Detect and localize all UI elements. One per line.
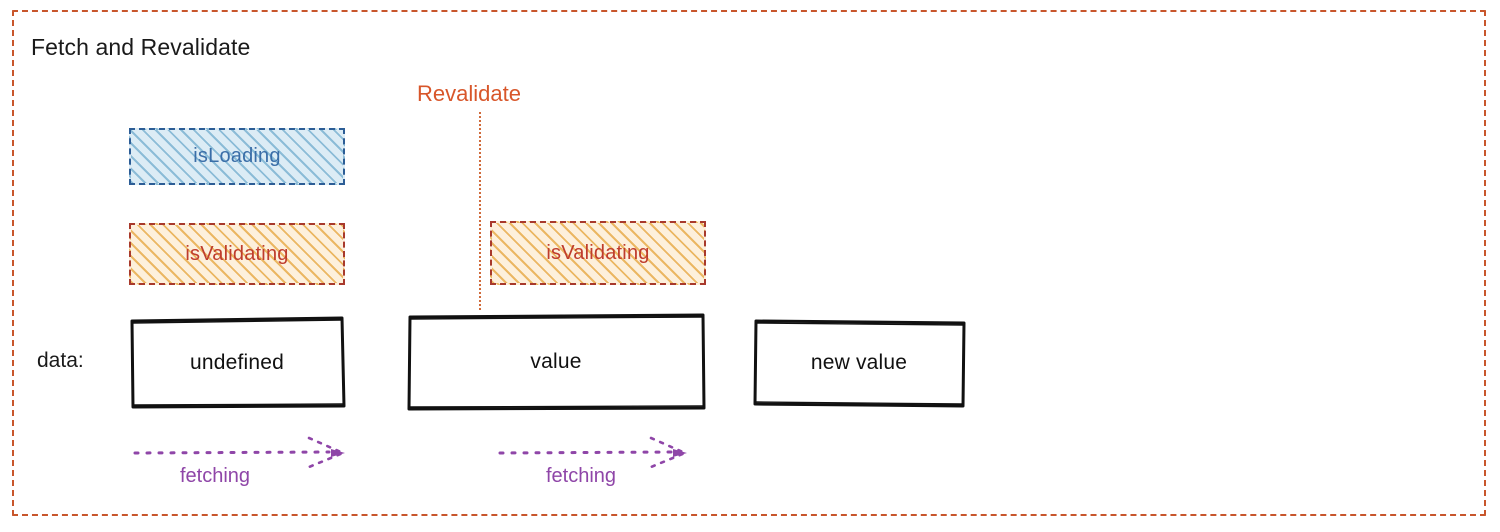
revalidate-timeline-divider xyxy=(479,112,481,310)
state-bar-isloading-label: isLoading xyxy=(193,145,281,167)
sketch-rectangle-icon xyxy=(407,313,706,411)
revalidate-label: Revalidate xyxy=(417,81,521,106)
fetching-label-revalidate: fetching xyxy=(546,465,617,487)
fetching-label-initial: fetching xyxy=(180,465,251,487)
sketch-rectangle-icon xyxy=(130,316,346,409)
data-box-new-value-label: new value xyxy=(810,351,908,374)
data-box-undefined: undefined xyxy=(129,316,346,409)
state-bar-isvalidating-initial: isValidating xyxy=(129,223,345,285)
data-box-undefined-label: undefined xyxy=(189,350,285,374)
page-title: Fetch and Revalidate xyxy=(31,34,251,60)
data-box-new-value: new value xyxy=(752,318,966,408)
dotted-arrow-icon xyxy=(133,436,347,469)
sketch-rectangle-icon xyxy=(753,319,966,408)
state-bar-isvalidating-revalidate: isValidating xyxy=(490,221,706,285)
fetching-arrow-initial xyxy=(133,436,348,476)
data-box-value-label: value xyxy=(530,350,582,373)
state-bar-isvalidating-initial-label: isValidating xyxy=(185,242,289,265)
dotted-arrow-icon xyxy=(498,436,689,469)
data-row-label: data: xyxy=(37,349,84,372)
data-box-value: value xyxy=(407,313,706,411)
diagram-outer-frame xyxy=(12,10,1486,516)
fetching-arrow-revalidate xyxy=(498,436,690,476)
state-bar-isloading: isLoading xyxy=(129,128,345,185)
state-bar-isvalidating-revalidate-label: isValidating xyxy=(546,241,650,264)
